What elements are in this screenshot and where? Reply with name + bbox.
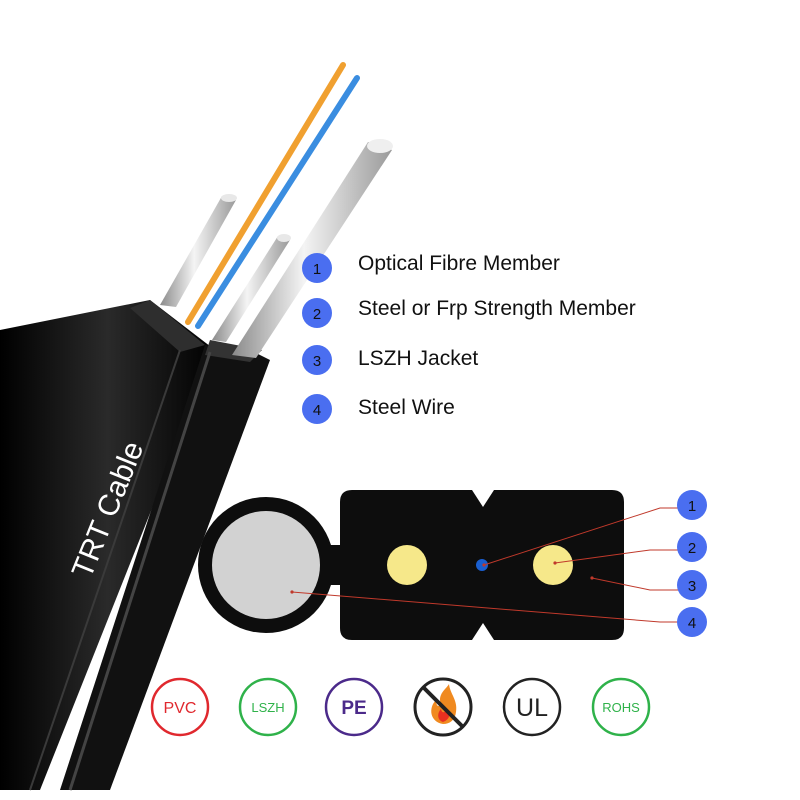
cross-section-strength-left <box>387 545 427 585</box>
callout-badge-4 <box>677 607 707 637</box>
steel-wire <box>232 142 392 358</box>
svg-text:PE: PE <box>341 698 366 719</box>
ul-badge: UL <box>502 677 562 737</box>
leader-1 <box>483 507 680 566</box>
svg-text:ROHS: ROHS <box>602 700 640 715</box>
callout-badge-2 <box>677 532 707 562</box>
cross-section-fibre <box>476 559 488 571</box>
svg-text:4: 4 <box>688 615 696 632</box>
leader-lines <box>291 507 680 623</box>
svg-text:4: 4 <box>313 402 321 419</box>
svg-text:2: 2 <box>313 306 321 323</box>
legend-badge-3 <box>302 345 332 375</box>
svg-text:3: 3 <box>688 578 696 595</box>
legend-label-steel-wire: Steel Wire <box>358 396 455 419</box>
legend-badge-1 <box>302 253 332 283</box>
rohs-badge: ROHS <box>591 677 651 737</box>
cable-members <box>160 62 393 358</box>
svg-text:UL: UL <box>516 694 548 722</box>
legend-label-strength-member: Steel or Frp Strength Member <box>358 297 636 320</box>
svg-text:PVC: PVC <box>164 700 197 717</box>
pe-badge: PE <box>324 677 384 737</box>
strength-rod-left <box>160 196 236 307</box>
leader-3 <box>591 577 680 591</box>
legend-label-jacket: LSZH Jacket <box>358 347 479 370</box>
svg-text:LSZH: LSZH <box>251 700 284 715</box>
svg-text:2: 2 <box>688 540 696 557</box>
cable-jacket-wire <box>60 345 270 790</box>
svg-text:3: 3 <box>313 353 321 370</box>
strength-rod-right <box>212 236 290 342</box>
leader-4 <box>291 591 680 623</box>
fibre-orange <box>185 62 346 325</box>
cross-section-steel-wire <box>212 511 320 619</box>
svg-text:1: 1 <box>313 261 321 278</box>
pvc-badge: PVC <box>150 677 210 737</box>
legend-badges: 1 2 3 4 <box>302 253 332 424</box>
legend-label-optical-fibre: Optical Fibre Member <box>358 252 560 275</box>
fibre-blue <box>195 75 360 329</box>
cross-section <box>198 490 624 640</box>
svg-text:1: 1 <box>688 498 696 515</box>
cross-section-strength-right <box>533 545 573 585</box>
certification-row: PVC LSZH PE UL ROHS <box>150 677 651 737</box>
cable-body <box>0 300 270 791</box>
no-fire-icon <box>413 677 473 737</box>
leader-2 <box>554 549 680 564</box>
cable-jacket-main <box>0 300 215 790</box>
callout-badges: 1 2 3 4 <box>677 490 707 637</box>
legend-badge-2 <box>302 298 332 328</box>
callout-badge-1 <box>677 490 707 520</box>
lszh-badge: LSZH <box>238 677 298 737</box>
callout-badge-3 <box>677 570 707 600</box>
legend-badge-4 <box>302 394 332 424</box>
